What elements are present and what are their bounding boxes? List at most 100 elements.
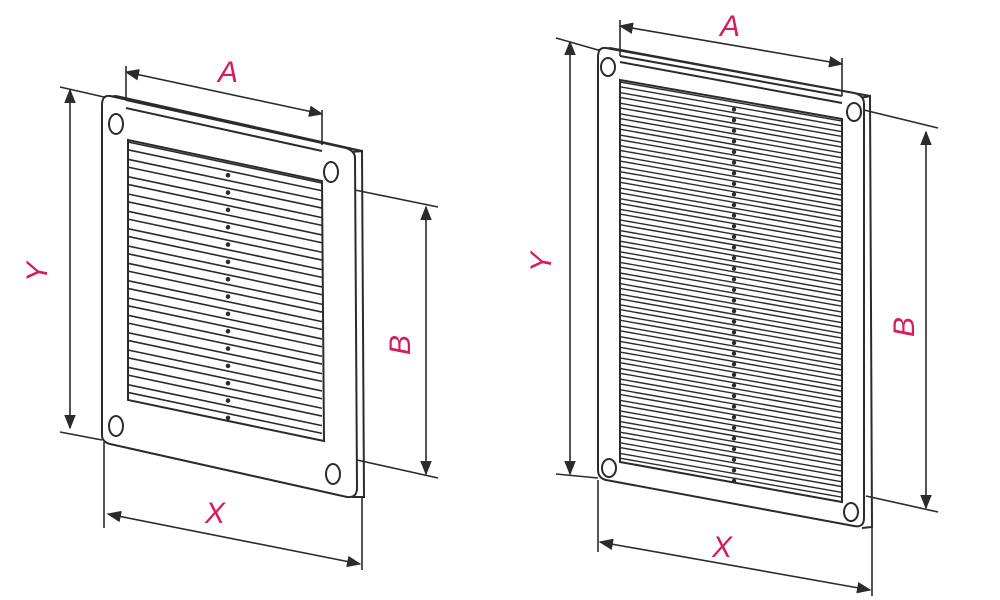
- louvre-slat: [619, 325, 843, 371]
- small-grille: A Y B X: [21, 56, 439, 570]
- slat-notch: [225, 415, 231, 421]
- dimension-x-line: [598, 538, 872, 594]
- dimension-x-line: [106, 510, 362, 568]
- screw-hole-icon: [600, 57, 616, 77]
- louvre-slat: [127, 210, 323, 261]
- slat-notch: [731, 478, 737, 484]
- louvre-slat: [619, 346, 843, 392]
- screw-hole-icon: [323, 161, 339, 183]
- louvre-slat: [127, 366, 323, 417]
- slat-notch: [731, 425, 737, 431]
- slat-notch: [225, 363, 231, 369]
- louvre-slat: [619, 198, 843, 244]
- slat-notch: [225, 172, 231, 178]
- louvre-slat: [619, 452, 843, 498]
- louvre-slat: [619, 399, 843, 445]
- slat-notch: [731, 393, 737, 399]
- slat-notch: [731, 202, 737, 208]
- screw-hole-icon: [601, 458, 617, 478]
- slat-notch: [225, 242, 231, 247]
- slat-notch: [225, 328, 231, 334]
- large-grille-dimension-lines: [555, 20, 939, 596]
- louvre-slat: [619, 335, 843, 382]
- louvre-slat: [619, 442, 843, 488]
- slat-notch: [731, 128, 737, 133]
- slat-notch: [225, 259, 231, 265]
- louvre-slat: [619, 81, 843, 127]
- louvre-slat: [619, 282, 843, 329]
- dimension-x-label: X: [711, 531, 733, 564]
- dimension-y-label: Y: [21, 260, 54, 282]
- slat-notch: [731, 340, 737, 346]
- slat-notch: [731, 457, 737, 462]
- small-grille-frame: [101, 94, 366, 499]
- louvre-slat: [619, 272, 843, 318]
- louvre-slat: [619, 378, 843, 424]
- slat-notch: [731, 446, 737, 452]
- dimension-a-line: [124, 69, 324, 117]
- louvre-slat: [619, 123, 843, 169]
- large-grille-screw-holes: [600, 57, 862, 522]
- louvre-slat: [619, 431, 843, 477]
- louvre-slat: [127, 331, 323, 383]
- dimension-a-line: [618, 22, 844, 68]
- slat-notch: [731, 224, 737, 229]
- slat-notch: [731, 192, 737, 197]
- louvre-slat: [127, 297, 323, 348]
- louvre-slat: [619, 155, 843, 201]
- slat-notch: [731, 170, 737, 176]
- louvre-slat: [619, 91, 843, 138]
- louvre-slat: [619, 304, 843, 350]
- dimension-a-label: A: [216, 56, 238, 89]
- slat-notch: [731, 468, 737, 473]
- dimension-a-label: A: [718, 10, 740, 43]
- slat-notch: [225, 224, 231, 230]
- slat-notch: [225, 311, 231, 317]
- small-grille-slats: [127, 141, 323, 435]
- louvre-slat: [619, 240, 843, 286]
- louvre-slat: [619, 367, 843, 414]
- screw-hole-icon: [843, 502, 859, 522]
- louvre-slat: [127, 175, 323, 227]
- slat-notch: [731, 181, 737, 186]
- slat-notch: [225, 190, 231, 195]
- dimension-b-label: B: [384, 335, 417, 355]
- slat-notch: [731, 245, 737, 250]
- louvre-slat: [619, 229, 843, 276]
- louvre-slat: [619, 187, 843, 233]
- slat-notch: [731, 383, 737, 388]
- small-grille-screw-holes: [108, 113, 341, 485]
- louvre-slat: [619, 176, 843, 223]
- screw-hole-icon: [846, 102, 862, 122]
- screw-hole-icon: [325, 463, 341, 485]
- louvre-slat: [127, 349, 323, 400]
- louvre-slat: [619, 134, 843, 180]
- louvre-slat: [619, 251, 843, 297]
- large-grille-slats: [619, 81, 843, 498]
- slat-notch: [731, 234, 737, 240]
- louvre-slat: [127, 279, 323, 331]
- slat-notch: [731, 287, 737, 293]
- slat-notch: [225, 207, 231, 213]
- slat-notch: [731, 255, 737, 261]
- louvre-slat: [619, 113, 843, 159]
- louvre-slat: [619, 261, 843, 307]
- slat-notch: [731, 319, 737, 324]
- dimension-x-label: X: [204, 497, 226, 530]
- louvre-slat: [619, 208, 843, 254]
- large-grille: A Y B X: [525, 10, 939, 596]
- slat-notch: [225, 398, 231, 403]
- slat-notch: [731, 117, 737, 123]
- dimension-b-label: B: [888, 317, 921, 337]
- slat-notch: [731, 298, 737, 303]
- slat-notch: [731, 372, 737, 377]
- louvre-slat: [127, 245, 323, 296]
- slat-notch: [731, 277, 737, 282]
- louvre-slat: [619, 144, 843, 191]
- louvre-slat: [127, 193, 323, 244]
- louvre-slat: [127, 262, 323, 313]
- slat-notch: [731, 107, 737, 112]
- slat-notch: [731, 160, 737, 165]
- slat-notch: [731, 139, 737, 144]
- louvre-slat: [619, 357, 843, 403]
